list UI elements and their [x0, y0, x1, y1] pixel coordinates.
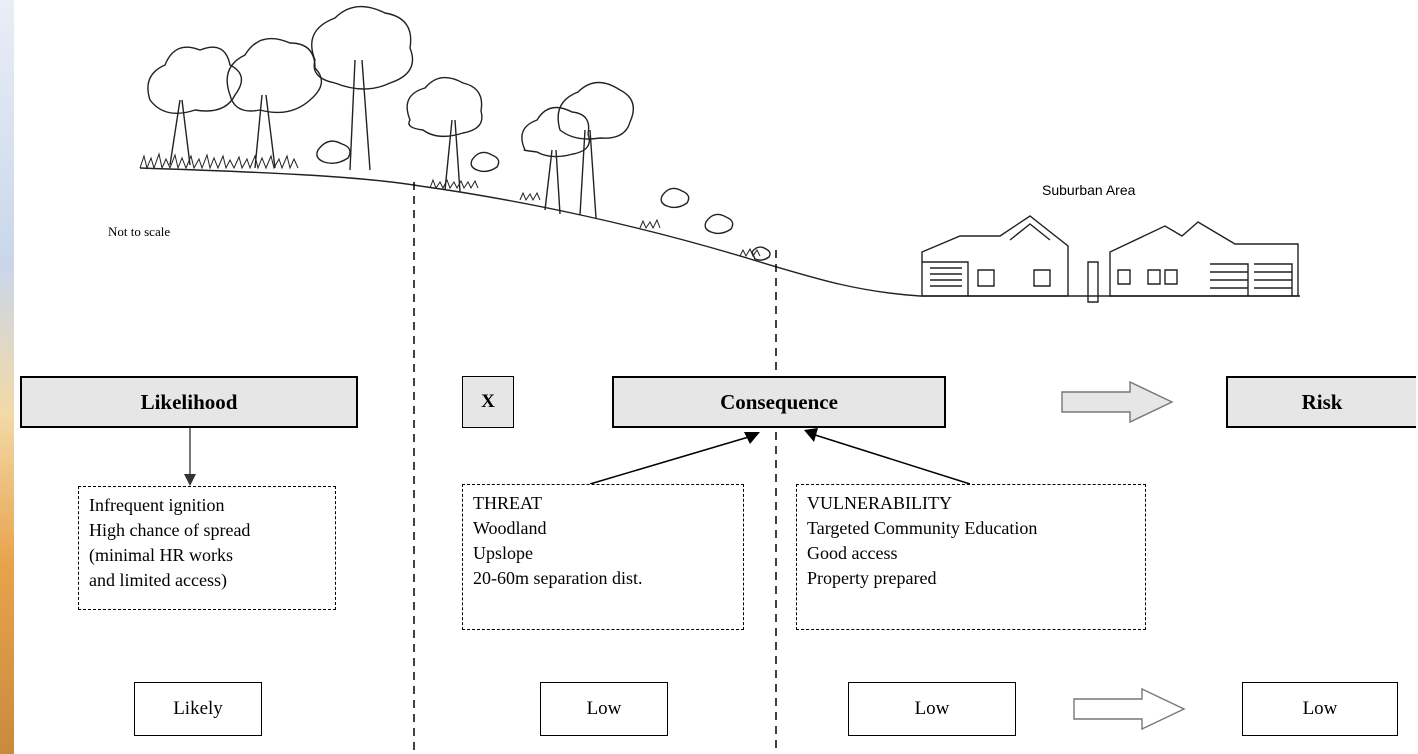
- tree-canopy: [557, 81, 634, 140]
- area-label: Suburban Area: [1042, 182, 1136, 198]
- likelihood-note-line: (minimal HR works: [89, 545, 233, 565]
- threat-title: THREAT: [473, 493, 542, 513]
- scale-note: Not to scale: [108, 224, 171, 239]
- vulnerability-line: Good access: [807, 543, 898, 563]
- threat-notes: THREAT Woodland Upslope 20-60m separatio…: [462, 484, 744, 630]
- risk-rating: Low: [1242, 682, 1398, 736]
- vulnerability-line: Property prepared: [807, 568, 937, 588]
- likelihood-notes: Infrequent ignition High chance of sprea…: [78, 486, 336, 610]
- likelihood-note-line: and limited access): [89, 570, 227, 590]
- arrowhead: [744, 432, 760, 444]
- consequence-header: Consequence: [612, 376, 946, 428]
- grass-tuft: [139, 152, 299, 170]
- tree-canopy: [311, 5, 414, 90]
- house-right: [1109, 221, 1299, 297]
- tree-canopy: [147, 46, 243, 114]
- connector-threat: [589, 435, 753, 485]
- likelihood-note-line: Infrequent ignition: [89, 495, 225, 515]
- risk-header: Risk: [1226, 376, 1416, 428]
- ground-slope: [139, 167, 1300, 297]
- connector-vulnerability: [811, 433, 971, 485]
- grass-tuft: [429, 178, 761, 258]
- vulnerability-title: VULNERABILITY: [807, 493, 952, 513]
- threat-line: 20-60m separation dist.: [473, 568, 643, 588]
- multiply-operator: X: [462, 376, 514, 428]
- left-edge-gradient: [0, 0, 14, 754]
- arrow-to-risk: [1061, 380, 1174, 424]
- threat-line: Woodland: [473, 518, 547, 538]
- vulnerability-notes: VULNERABILITY Targeted Community Educati…: [796, 484, 1146, 630]
- likelihood-note-line: High chance of spread: [89, 520, 251, 540]
- vulnerability-rating: Low: [848, 682, 1016, 736]
- arrowhead: [184, 474, 196, 486]
- threat-rating: Low: [540, 682, 668, 736]
- tree-trunk: [169, 59, 597, 219]
- threat-line: Upslope: [473, 543, 533, 563]
- arrowhead: [804, 428, 818, 442]
- tree-canopy: [521, 106, 591, 158]
- shrub: [316, 140, 771, 261]
- house-left: [921, 215, 1069, 297]
- tree-canopy: [406, 76, 483, 138]
- likelihood-header: Likelihood: [20, 376, 358, 428]
- chimney-post: [1087, 261, 1099, 303]
- likelihood-rating: Likely: [134, 682, 262, 736]
- vulnerability-line: Targeted Community Education: [807, 518, 1038, 538]
- arrow-to-risk-rating: [1073, 687, 1186, 731]
